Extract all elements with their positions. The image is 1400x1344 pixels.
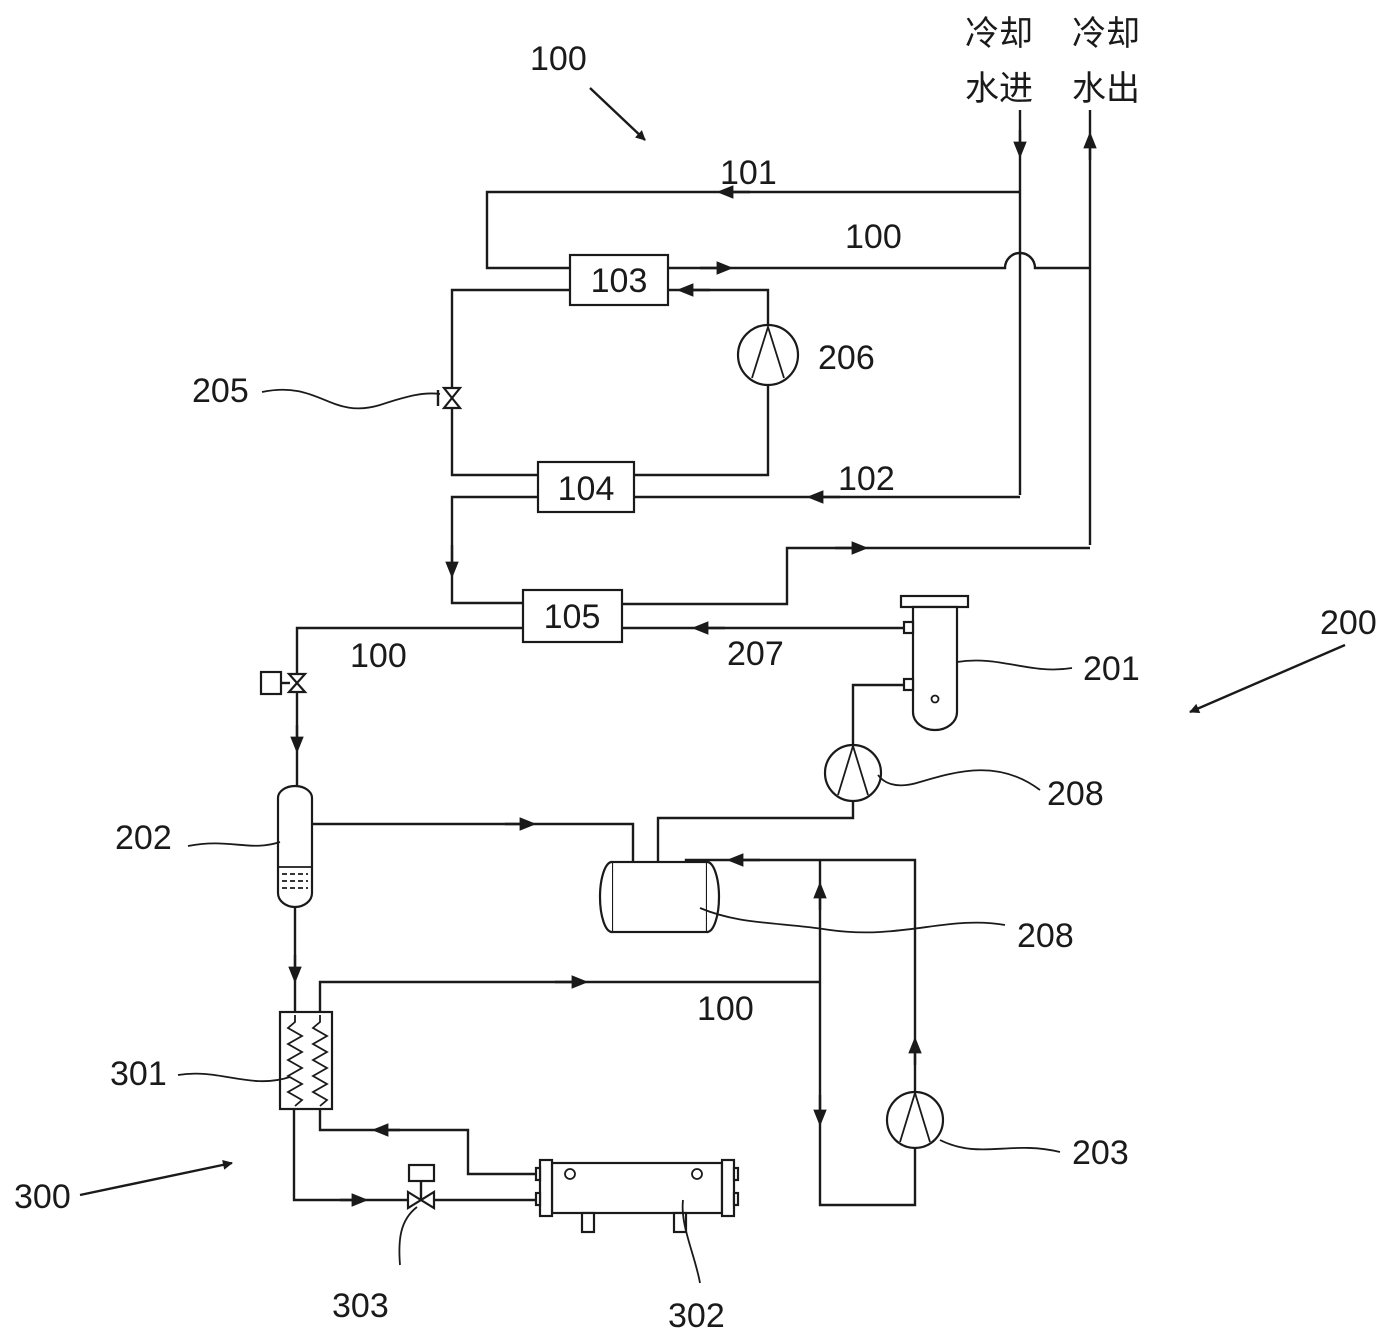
cooling-water-in-label-1: 冷却 <box>965 14 1033 54</box>
label-system-200: 200 <box>1320 604 1377 642</box>
evaporator-302 <box>536 1160 738 1232</box>
label-208-compressor: 208 <box>1047 775 1104 813</box>
separator-202 <box>278 786 312 907</box>
label-104: 104 <box>558 470 615 508</box>
label-206: 206 <box>818 339 875 377</box>
label-100-mid: 100 <box>350 637 407 675</box>
label-203: 203 <box>1072 1134 1129 1172</box>
pipe-100-mid <box>297 628 523 790</box>
solenoid-valve <box>261 672 305 694</box>
label-302: 302 <box>668 1297 725 1335</box>
pump-203-loop <box>686 860 915 1205</box>
label-103: 103 <box>591 262 648 300</box>
label-system-300: 300 <box>14 1178 71 1216</box>
label-100-low: 100 <box>697 990 754 1028</box>
compressor-206-loop <box>452 290 768 475</box>
vessel-201 <box>901 596 968 730</box>
pump-203 <box>887 1092 943 1148</box>
expansion-valve-205 <box>438 388 460 408</box>
label-202: 202 <box>115 819 172 857</box>
label-102: 102 <box>838 460 895 498</box>
pipe-202-tank <box>312 824 633 862</box>
label-system-100: 100 <box>530 40 587 78</box>
heat-exchanger-105: 105 <box>523 590 622 642</box>
pipe-105-water-out <box>622 548 1090 604</box>
label-207: 207 <box>727 635 784 673</box>
label-301: 301 <box>110 1055 167 1093</box>
label-208-tank: 208 <box>1017 917 1074 955</box>
compressor-206 <box>738 325 798 385</box>
cooling-water-in-label-2: 水进 <box>965 69 1033 109</box>
pipe-104-105 <box>452 497 538 603</box>
label-105: 105 <box>544 598 601 636</box>
pipe-101 <box>487 192 1020 268</box>
label-205: 205 <box>192 372 249 410</box>
heat-exchanger-301 <box>280 1012 332 1109</box>
label-303: 303 <box>332 1287 389 1325</box>
cooling-water-out-label-2: 水出 <box>1072 69 1140 109</box>
cooling-water-out-label-1: 冷却 <box>1072 14 1140 54</box>
label-100-top: 100 <box>845 218 902 256</box>
pipe-301-302 <box>294 1109 537 1200</box>
heat-exchanger-103: 103 <box>570 255 668 305</box>
tank-208 <box>600 862 719 932</box>
label-101: 101 <box>720 154 777 192</box>
valve-303 <box>408 1165 434 1208</box>
compressor-208 <box>825 745 881 801</box>
label-201: 201 <box>1083 650 1140 688</box>
heat-exchanger-104: 104 <box>538 462 634 512</box>
